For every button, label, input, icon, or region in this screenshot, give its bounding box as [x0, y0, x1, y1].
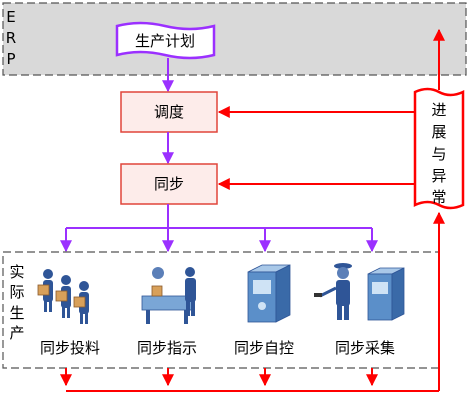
progress-char-5: 常 [431, 188, 446, 206]
scanner-person-server-icon [314, 263, 405, 321]
unit-label-2: 同步指示 [137, 339, 197, 357]
erp-letter-p: P [6, 50, 15, 68]
production-char-2: 际 [9, 283, 24, 301]
erp-letter-r: R [6, 29, 16, 47]
assembly-line-icon [141, 267, 196, 324]
plan-label: 生产计划 [135, 32, 195, 50]
unit-label-1: 同步投料 [40, 339, 100, 357]
production-char-3: 生 [9, 304, 24, 322]
plan-box [115, 21, 216, 60]
progress-char-2: 展 [431, 123, 446, 141]
erp-letter-e: E [6, 8, 15, 26]
progress-char-1: 进 [431, 101, 446, 119]
sync-label: 同步 [154, 175, 184, 193]
workers-carrying-boxes-icon [37, 269, 89, 324]
production-char-1: 实 [9, 263, 24, 281]
erp-band [2, 2, 467, 76]
production-char-4: 产 [9, 324, 24, 342]
progress-box [413, 87, 465, 210]
dispatch-box [120, 91, 218, 133]
sync-box [120, 163, 218, 205]
dispatch-label: 调度 [154, 103, 184, 121]
unit-label-4: 同步采集 [335, 339, 395, 357]
progress-char-4: 异 [431, 167, 446, 185]
progress-char-3: 与 [431, 145, 446, 163]
control-server-icon [247, 264, 291, 323]
unit-label-3: 同步自控 [234, 339, 294, 357]
